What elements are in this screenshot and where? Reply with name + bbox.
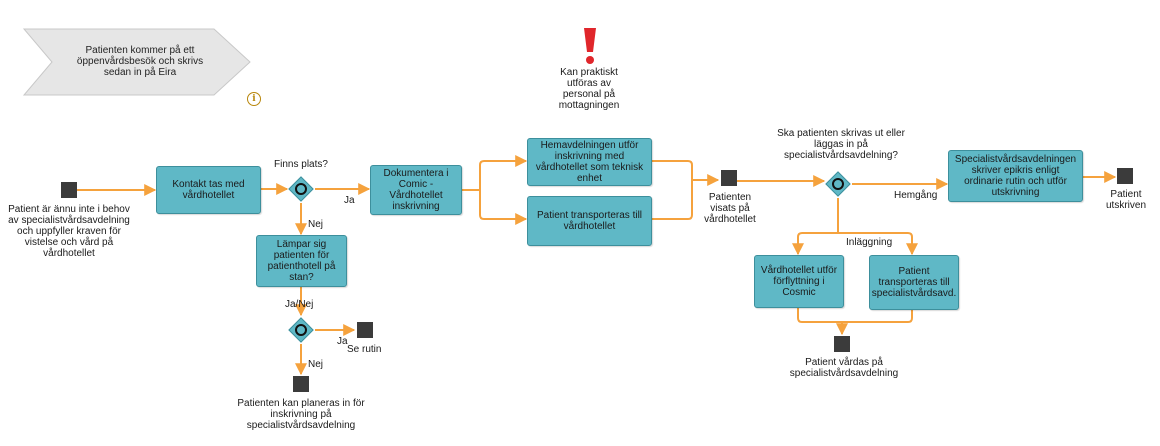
event-e2	[357, 322, 373, 338]
flow-label-hemgang: Hemgång	[894, 190, 938, 201]
flow-label-ja2: Ja	[337, 336, 348, 347]
flow-t4-join	[652, 160, 720, 186]
event-e6	[1117, 168, 1133, 184]
task-t4[interactable]: Hemavdelningen utför inskrivning med vår…	[527, 138, 652, 186]
event-e5-label: Patient vårdas på specialistvårdsavdelni…	[789, 357, 899, 379]
flow-g3-branch	[797, 198, 913, 254]
task-t6[interactable]: Vårdhotellet utför förflyttning i Cosmic	[754, 255, 844, 308]
task-t7[interactable]: Patient transporteras till specialistvår…	[869, 255, 959, 310]
exclamation-icon	[584, 28, 596, 64]
task-t3[interactable]: Lämpar sig patienten för patienthotell p…	[256, 235, 347, 287]
event-e2-label: Se rutin	[347, 344, 382, 355]
task-t8[interactable]: Specialistvårdsavdelningen skriver epikr…	[948, 150, 1083, 202]
event-e4	[721, 170, 737, 186]
start-signal-shape	[22, 28, 251, 96]
event-e1	[61, 182, 77, 198]
flow-label-nej1: Nej	[308, 219, 324, 230]
start-text: Patienten kommer på ett öppenvårdsbesök …	[76, 45, 204, 78]
flow-split-t5	[479, 190, 528, 225]
task-t1[interactable]: Kontakt tas med vårdhotellet	[156, 166, 261, 214]
warning-text: Kan praktiskt utföras av personal på mot…	[558, 67, 620, 111]
flow-label-inlaggning: Inläggning	[846, 237, 893, 248]
flow-label-janej: Ja/Nej	[285, 299, 314, 310]
gateway-g3-label: Ska patienten skrivas ut eller läggas in…	[777, 128, 905, 161]
gateway-g3[interactable]	[825, 171, 851, 197]
event-e5	[834, 336, 850, 352]
gateway-g1-label: Finns plats?	[274, 159, 328, 170]
gateway-g1[interactable]	[288, 176, 314, 202]
event-e3	[293, 376, 309, 392]
task-t2[interactable]: Dokumentera i Comic - Vårdhotellet inskr…	[370, 165, 462, 215]
flow-t5-join	[652, 181, 693, 220]
event-e1-label: Patient är ännu inte i behov av speciali…	[8, 204, 130, 259]
gateway-g2[interactable]	[288, 317, 314, 343]
event-e6-label: Patient utskriven	[1105, 189, 1146, 211]
event-e3-label: Patienten kan planeras in för inskrivnin…	[237, 398, 365, 431]
flow-t7-e5	[842, 310, 913, 323]
flow-split-t4	[479, 155, 528, 190]
flow-label-nej2: Nej	[308, 359, 324, 370]
event-e4-label: Patienten visats på vårdhotellet	[704, 192, 756, 225]
flow-t6-e5	[797, 308, 848, 336]
task-t5[interactable]: Patient transporteras till vårdhotellet	[527, 196, 652, 246]
flow-label-ja1: Ja	[344, 195, 355, 206]
info-icon[interactable]: i	[247, 92, 261, 106]
